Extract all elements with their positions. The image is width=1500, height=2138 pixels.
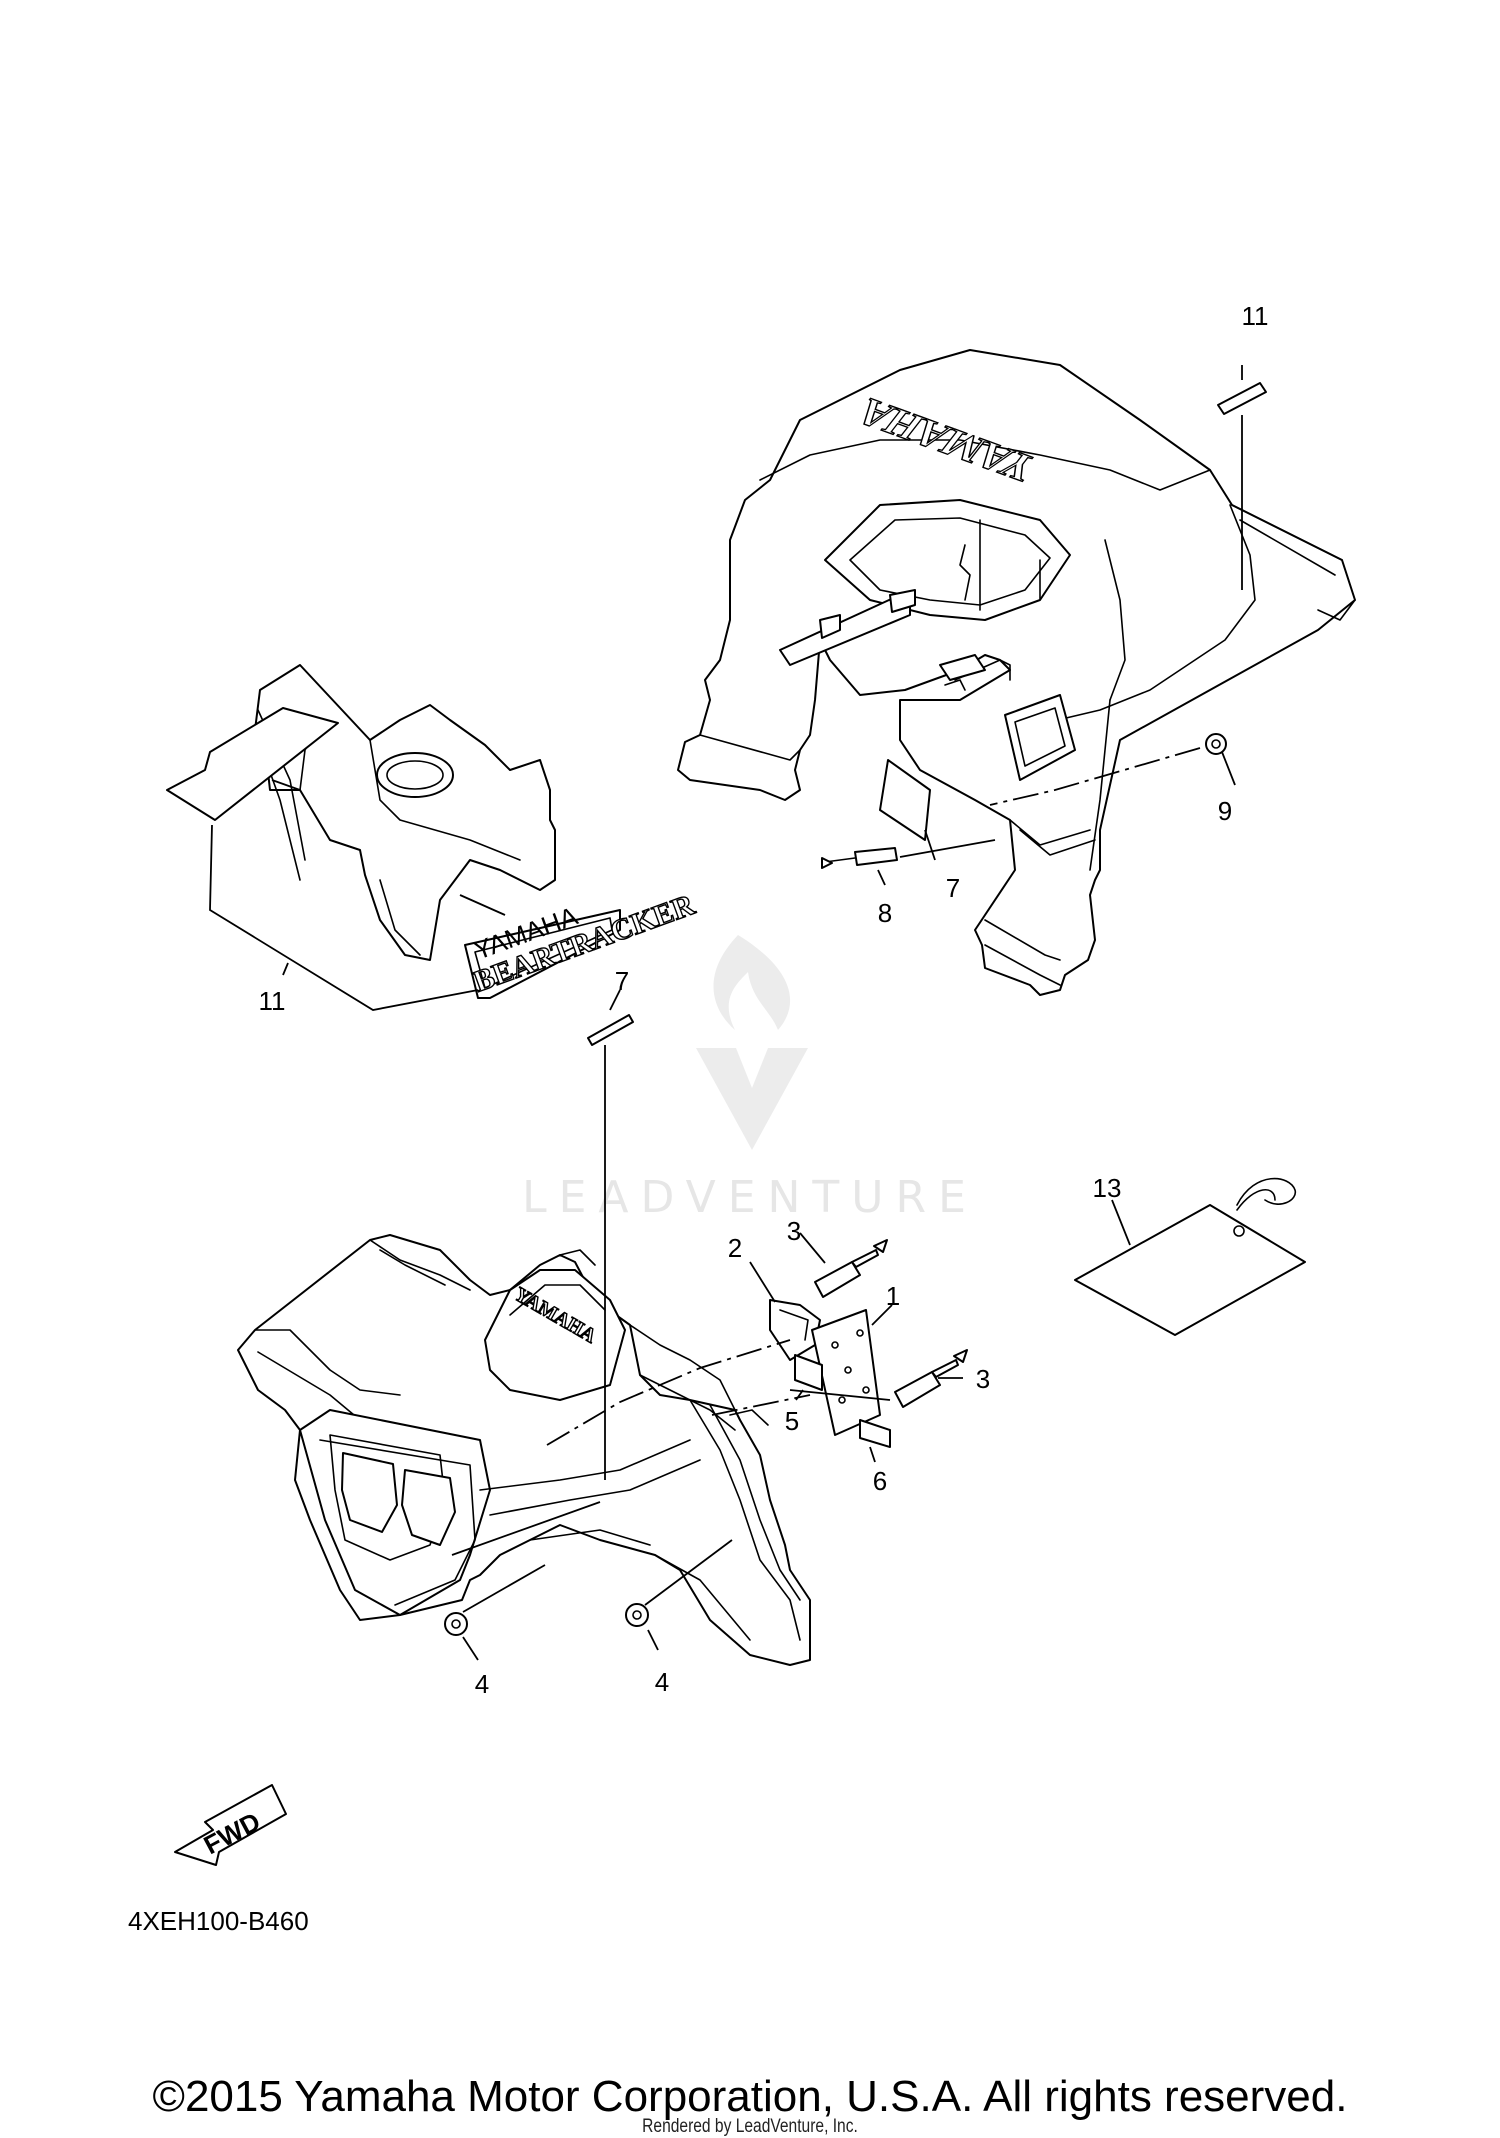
rear-fender: YAMAHA bbox=[677, 349, 1356, 996]
fwd-arrow-icon: FWD bbox=[174, 1784, 287, 1866]
callout-10: 9 bbox=[1218, 796, 1232, 826]
callout-12: 11 bbox=[259, 986, 286, 1016]
part-10-grommet bbox=[1205, 733, 1227, 755]
callout-2: 2 bbox=[728, 1233, 742, 1263]
callout-8: 7 bbox=[946, 873, 960, 903]
callout-1: 1 bbox=[886, 1281, 900, 1311]
part-4-grommet-right bbox=[625, 1603, 649, 1627]
rendered-by-notice: Rendered by LeadVenture, Inc. bbox=[642, 2116, 858, 2137]
part-12-decal-sheet bbox=[166, 707, 339, 821]
part-5-reflector bbox=[794, 1354, 823, 1391]
leadventure-watermark: LEADVENTURE bbox=[522, 935, 978, 1223]
callout-4a: 4 bbox=[475, 1669, 489, 1699]
part-9-rivet bbox=[821, 847, 898, 869]
watermark-text: LEADVENTURE bbox=[522, 1172, 978, 1223]
front-fender: YAMAHA bbox=[237, 1234, 811, 1666]
part-3-rivet-upper bbox=[814, 1239, 888, 1298]
part-13-manual bbox=[1074, 1204, 1306, 1336]
callout-3a: 3 bbox=[787, 1216, 801, 1246]
callout-7: 7 bbox=[615, 966, 629, 996]
callout-13: 13 bbox=[1093, 1173, 1122, 1203]
part-7-label bbox=[587, 1014, 634, 1046]
copyright-notice: ©2015 Yamaha Motor Corporation, U.S.A. A… bbox=[152, 2072, 1348, 2121]
callout-4b: 4 bbox=[655, 1667, 669, 1697]
diagram-part-code: 4XEH100-B460 bbox=[128, 1906, 309, 1936]
part-12-beartracker-decal: BEARTRACKER YAMAHA bbox=[464, 887, 700, 999]
callout-3b: 3 bbox=[976, 1364, 990, 1394]
callout-5: 5 bbox=[785, 1406, 799, 1436]
part-11-label bbox=[1217, 382, 1267, 415]
callout-6: 6 bbox=[873, 1466, 887, 1496]
part-6-reflector bbox=[859, 1419, 891, 1448]
tank-cover bbox=[254, 664, 556, 961]
part-8-reflector bbox=[879, 759, 931, 841]
part-4-grommet-left bbox=[444, 1612, 468, 1636]
callout-11: 11 bbox=[1242, 301, 1269, 331]
part-3-rivet-lower bbox=[894, 1349, 968, 1408]
callout-9: 8 bbox=[878, 898, 892, 928]
watermark-flame-icon bbox=[713, 935, 791, 1030]
watermark-v-icon bbox=[696, 1048, 808, 1150]
